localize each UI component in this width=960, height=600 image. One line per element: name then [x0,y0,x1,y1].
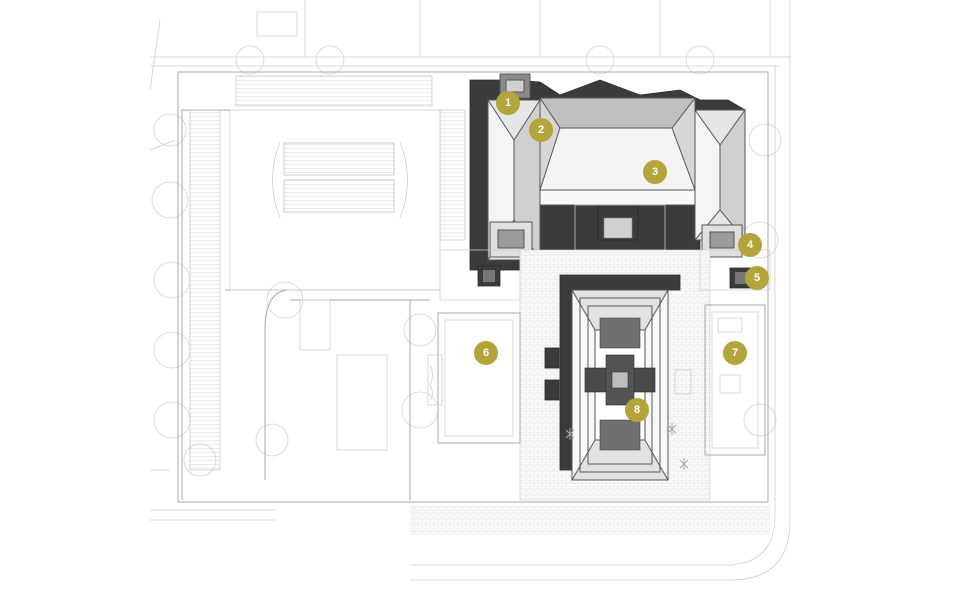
marker-1-label: 1 [505,97,511,109]
marker-4-label: 4 [747,239,754,251]
context-lines [149,0,791,581]
marker-2[interactable]: 2 [529,118,553,142]
marker-8-circle [625,398,649,422]
garden-west [427,312,521,444]
marker-7[interactable]: 7 [723,341,747,365]
marker-7-circle [723,341,747,365]
marker-3-label: 3 [652,166,658,178]
marker-5-circle [745,266,769,290]
site-boundary [177,71,770,535]
marker-2-circle [529,118,553,142]
marker-4-circle [738,233,762,257]
marker-3[interactable]: 3 [643,160,667,184]
marker-6[interactable]: 6 [474,341,498,365]
garden-east [704,304,766,456]
marker-6-label: 6 [483,347,489,359]
marker-2-label: 2 [538,124,544,136]
marker-8[interactable]: 8 [625,398,649,422]
markers: 1 2 3 4 5 6 7 8 [474,91,769,422]
marker-1-circle [496,91,520,115]
car-park [229,109,466,291]
marker-5[interactable]: 5 [745,266,769,290]
marker-3-circle [643,160,667,184]
marker-6-circle [474,341,498,365]
marker-8-label: 8 [634,404,640,416]
marker-5-label: 5 [754,272,760,284]
marker-4[interactable]: 4 [738,233,762,257]
marker-1[interactable]: 1 [496,91,520,115]
marker-7-label: 7 [732,347,738,359]
